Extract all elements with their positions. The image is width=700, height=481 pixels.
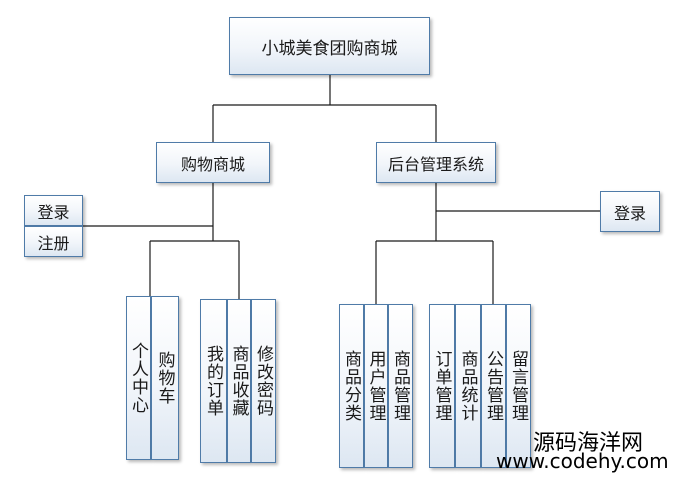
root-node: 小城美食团购商城 bbox=[229, 17, 430, 75]
node-label: 留言管理 bbox=[508, 350, 528, 422]
node-label: 个人中心 bbox=[128, 342, 148, 414]
node-message-management: 留言管理 bbox=[506, 304, 531, 468]
node-register: 注册 bbox=[24, 226, 83, 257]
root-label: 小城美食团购商城 bbox=[261, 38, 398, 59]
node-notice-management: 公告管理 bbox=[481, 304, 506, 468]
node-order-management: 订单管理 bbox=[429, 304, 455, 468]
node-shopping-mall: 购物商城 bbox=[156, 142, 270, 183]
node-admin-system: 后台管理系统 bbox=[376, 142, 496, 183]
node-label: 用户管理 bbox=[365, 350, 386, 422]
watermark-title: 源码海洋网 bbox=[533, 425, 643, 457]
node-product-management: 商品管理 bbox=[388, 304, 413, 468]
node-label: 商品收藏 bbox=[228, 345, 249, 417]
node-user-management: 用户管理 bbox=[364, 304, 388, 468]
watermark-url: www.codehy.com bbox=[496, 449, 669, 473]
node-label: 后台管理系统 bbox=[387, 154, 484, 174]
node-login-right: 登录 bbox=[600, 191, 660, 232]
node-label: 我的订单 bbox=[203, 345, 223, 417]
node-label: 注册 bbox=[37, 233, 70, 253]
watermark-url-text: www.codehy.com bbox=[496, 449, 669, 473]
node-shopping-cart: 购物车 bbox=[151, 296, 179, 460]
node-favorites: 商品收藏 bbox=[227, 299, 251, 463]
node-label: 登录 bbox=[613, 203, 646, 223]
node-label: 修改密码 bbox=[253, 345, 273, 417]
node-label: 购物商城 bbox=[180, 154, 245, 174]
node-login-left: 登录 bbox=[24, 195, 83, 226]
node-change-password: 修改密码 bbox=[251, 299, 276, 463]
node-label: 商品统计 bbox=[457, 350, 478, 422]
node-product-statistics: 商品统计 bbox=[455, 304, 481, 468]
node-personal-center: 个人中心 bbox=[126, 296, 151, 460]
node-label: 购物车 bbox=[154, 351, 175, 405]
watermark-title-text: 源码海洋网 bbox=[533, 431, 644, 456]
node-my-orders: 我的订单 bbox=[200, 299, 227, 463]
node-product-category: 商品分类 bbox=[339, 304, 364, 468]
node-label: 公告管理 bbox=[483, 350, 503, 422]
node-label: 商品分类 bbox=[341, 350, 361, 422]
node-label: 登录 bbox=[37, 202, 70, 222]
node-label: 订单管理 bbox=[431, 350, 452, 422]
node-label: 商品管理 bbox=[390, 350, 410, 422]
